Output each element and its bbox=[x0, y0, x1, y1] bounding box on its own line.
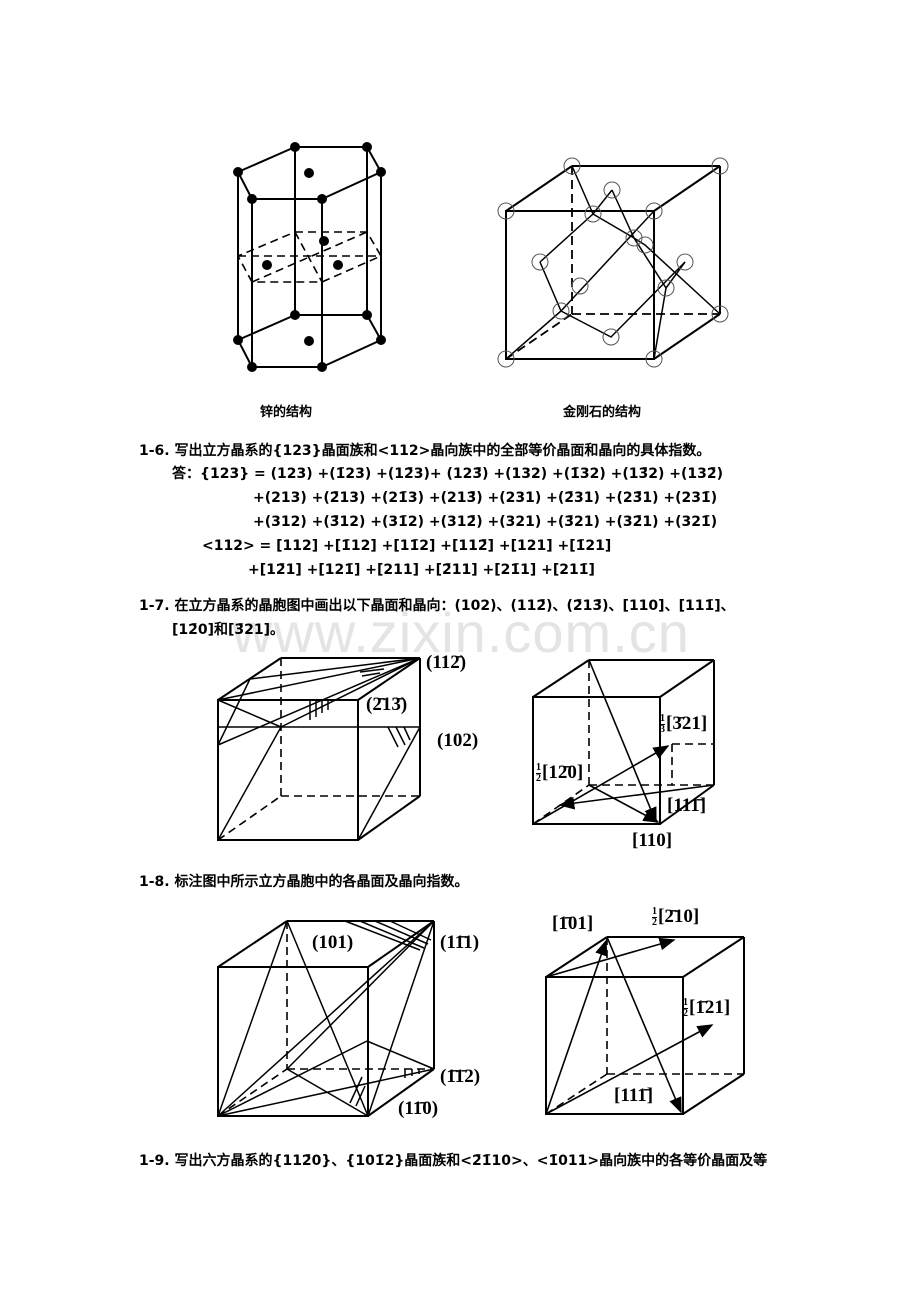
answer-1-6-line-5: +[12̄1] +[121̄] +[211] +[2̄11] +[21̄1] +… bbox=[248, 562, 595, 578]
plane-label-1-1bar-0: (11̄0) bbox=[398, 1098, 439, 1119]
direction-label-111bar: [111̄] bbox=[614, 1085, 654, 1106]
question-1-8: 1-8. 标注图中所示立方晶胞中的各晶面及晶向指数。 bbox=[139, 874, 469, 890]
zinc-structure-diagram bbox=[233, 142, 729, 372]
plane-label-1-1bar-1: (11̄1) bbox=[440, 932, 480, 953]
question-1-9: 1-9. 写出六方晶系的{112̄0}、{101̄2}晶面族和<2̄1̄10>、… bbox=[139, 1153, 768, 1169]
plane-label-102: (102) bbox=[437, 730, 479, 751]
plane-label-213: (2̄13̄) bbox=[366, 694, 408, 715]
answer-1-6-line-1: 答：{123} = (123) +(1̄23) +(12̄3)+ (123̄) … bbox=[172, 466, 724, 482]
plane-label-101: (101) bbox=[312, 932, 354, 953]
plane-label-1bar1bar2: (1̄1̄2) bbox=[440, 1066, 481, 1087]
direction-label-111bar: [111̄] bbox=[667, 795, 707, 816]
answer-1-6-line-3: +(312) +(3̄12) +(31̄2) +(312̄) +(321) +(… bbox=[253, 514, 718, 530]
watermark: www.zixin.com.cn bbox=[232, 601, 690, 664]
zinc-caption: 锌的结构 bbox=[260, 405, 313, 420]
direction-label-110: [110] bbox=[632, 830, 673, 851]
diamond-caption: 金刚石的结构 bbox=[563, 405, 642, 420]
answer-1-6-line-2: +(213) +(2̄13) +(21̄3) +(213̄) +(231) +(… bbox=[253, 490, 718, 506]
direction-label-1bar01: [1̄01] bbox=[552, 913, 594, 934]
question-1-7-line-1: 1-7. 在立方晶系的晶胞图中画出以下晶面和晶向：(102)、(112̄)、(2… bbox=[139, 598, 735, 614]
answer-1-6-line-4: <112> = [112] +[1̄12] +[11̄2] +[112̄] +[… bbox=[202, 538, 612, 554]
plane-label-112bar: (112̄) bbox=[426, 652, 467, 673]
question-1-7-line-2: [12̄0]和[3̄21]。 bbox=[172, 622, 285, 638]
question-1-6: 1-6. 写出立方晶系的{123}晶面族和<112>晶向族中的全部等价晶面和晶向… bbox=[139, 443, 711, 459]
